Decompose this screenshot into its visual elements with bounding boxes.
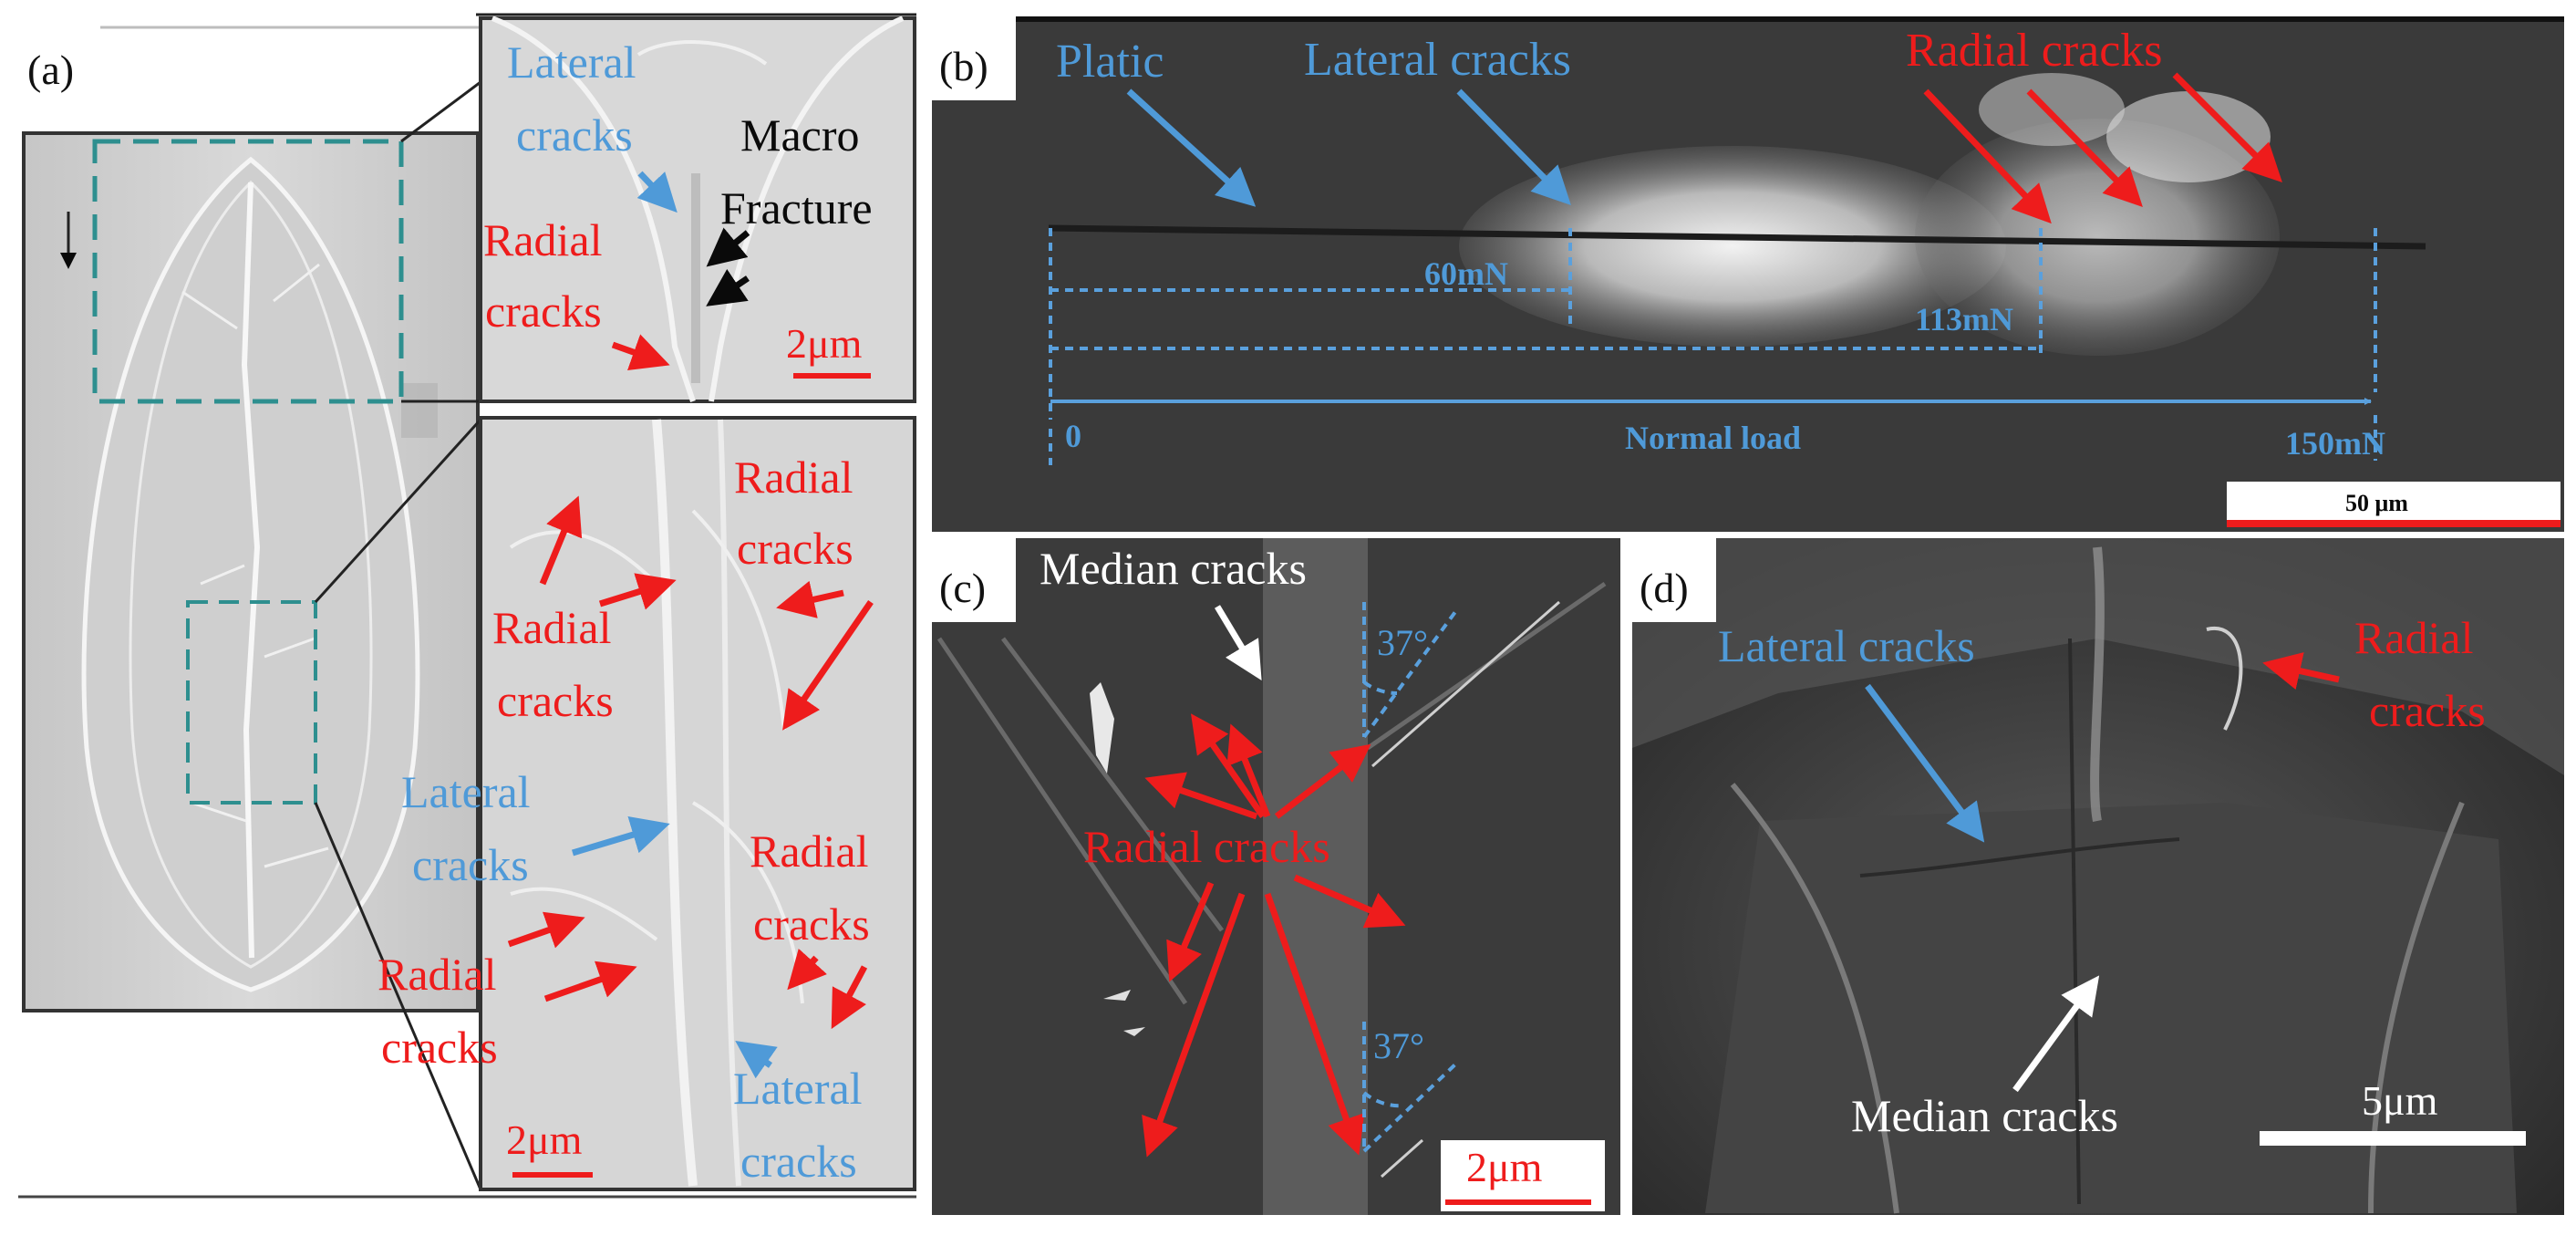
b-plastic-arrow bbox=[1126, 88, 1257, 207]
b-load-60-label: 60mN bbox=[1424, 255, 1508, 292]
panel-a-zoom-top-image bbox=[479, 16, 916, 403]
a-radial-arrow-3 bbox=[776, 580, 844, 618]
a-radial-arrow-6 bbox=[543, 960, 637, 1002]
panel-a-label: (a) bbox=[27, 47, 74, 93]
a-lateral-arrow-1 bbox=[571, 815, 670, 857]
b-scale-label: 50 μm bbox=[2345, 490, 2408, 516]
c-angle-bottom-label: 37° bbox=[1373, 1025, 1424, 1066]
a-bottom-scale-label: 2μm bbox=[506, 1116, 583, 1163]
a-radial-arrow-1 bbox=[539, 495, 583, 586]
a-macro-arrow-2 bbox=[706, 269, 750, 306]
a-top-scale-label: 2μm bbox=[786, 320, 863, 367]
a-lateral-arrow-2 bbox=[735, 1040, 778, 1079]
a-radial-cracks-label-1: Radial cracks bbox=[734, 452, 864, 574]
a-radial-cracks-label-4: Radial cracks bbox=[378, 949, 508, 1073]
d-scale-label: 5μm bbox=[2362, 1077, 2438, 1124]
d-radial-arrow bbox=[2262, 652, 2340, 690]
b-scale-box bbox=[2227, 482, 2560, 527]
panel-c-label: (c) bbox=[939, 565, 986, 611]
a-radial-arrow-5 bbox=[507, 911, 585, 949]
b-scale-bar bbox=[2227, 520, 2560, 527]
zoom-box-top bbox=[92, 139, 404, 404]
b-radial-cracks-label: Radial cracks bbox=[1906, 25, 2163, 77]
b-radial-arrow-2 bbox=[2026, 88, 2143, 207]
panel-b: (b) Platic Lateral cracks Radial cracks … bbox=[932, 16, 2564, 532]
b-load-150-label: 150mN bbox=[2285, 425, 2385, 462]
b-lateral-arrow bbox=[1456, 88, 1571, 205]
b-load-diagram bbox=[1049, 228, 2377, 465]
a-top-radial-arrow bbox=[611, 334, 670, 371]
panel-d: (d) Lateral cracks Radial cracks Median … bbox=[1632, 538, 2564, 1215]
c-radial-arrows bbox=[1142, 713, 1406, 1158]
d-lateral-cracks-label: Lateral cracks bbox=[1718, 620, 1975, 671]
panel-d-label: (d) bbox=[1640, 565, 1689, 611]
d-median-arrow bbox=[2012, 975, 2100, 1093]
a-top-lateral-arrow bbox=[636, 171, 678, 213]
b-load-113-label: 113mN bbox=[1915, 301, 2013, 337]
c-median-cracks-label: Median cracks bbox=[1040, 543, 1307, 594]
b-radial-arrow-3 bbox=[2172, 72, 2282, 182]
b-normal-load-label: Normal load bbox=[1625, 420, 1801, 456]
panel-b-label: (b) bbox=[939, 43, 988, 89]
b-load-0-label: 0 bbox=[1065, 418, 1081, 454]
b-radial-arrow-1 bbox=[1923, 88, 2052, 224]
a-top-radial-cracks-label: Radial cracks bbox=[483, 214, 614, 337]
a-radial-cracks-label-3: Radial cracks bbox=[750, 825, 880, 950]
a-top-lateral-cracks-label: Lateral cracks bbox=[507, 36, 647, 161]
c-angle-marks bbox=[1362, 602, 1459, 1153]
c-median-arrow bbox=[1214, 605, 1262, 681]
panel-a-zoom-bottom-image bbox=[479, 416, 916, 1191]
b-lateral-cracks-label: Lateral cracks bbox=[1304, 34, 1571, 86]
panel-a: (a) Lateral cracks bbox=[18, 13, 916, 1199]
a-radial-cracks-label-2: Radial cracks bbox=[492, 602, 623, 726]
a-macro-arrow-1 bbox=[706, 227, 750, 267]
c-scale-label: 2μm bbox=[1466, 1144, 1543, 1190]
a-lateral-cracks-label-2: Lateral cracks bbox=[733, 1063, 874, 1187]
a-radial-arrow-8 bbox=[831, 965, 868, 1030]
d-scale-bar bbox=[2260, 1131, 2526, 1146]
panel-c: (c) Median cracks Radial cracks 37° 37° … bbox=[932, 538, 1620, 1215]
a-lateral-cracks-label-1: Lateral cracks bbox=[401, 766, 542, 890]
zoom-box-bottom bbox=[186, 600, 317, 805]
panel-a-overview-image bbox=[22, 131, 480, 1012]
d-median-cracks-label: Median cracks bbox=[1851, 1090, 2118, 1141]
c-angle-top-label: 37° bbox=[1377, 622, 1428, 663]
c-radial-cracks-label: Radial cracks bbox=[1083, 821, 1330, 872]
a-radial-arrow-2 bbox=[598, 573, 677, 610]
b-plastic-label: Platic bbox=[1056, 36, 1164, 88]
a-radial-arrow-4 bbox=[782, 600, 874, 731]
d-radial-cracks-label: Radial cracks bbox=[2354, 612, 2486, 736]
a-macro-fracture-label: Macro Fracture bbox=[720, 109, 873, 234]
a-radial-arrow-7 bbox=[787, 948, 828, 991]
d-lateral-arrow bbox=[1865, 683, 1985, 843]
